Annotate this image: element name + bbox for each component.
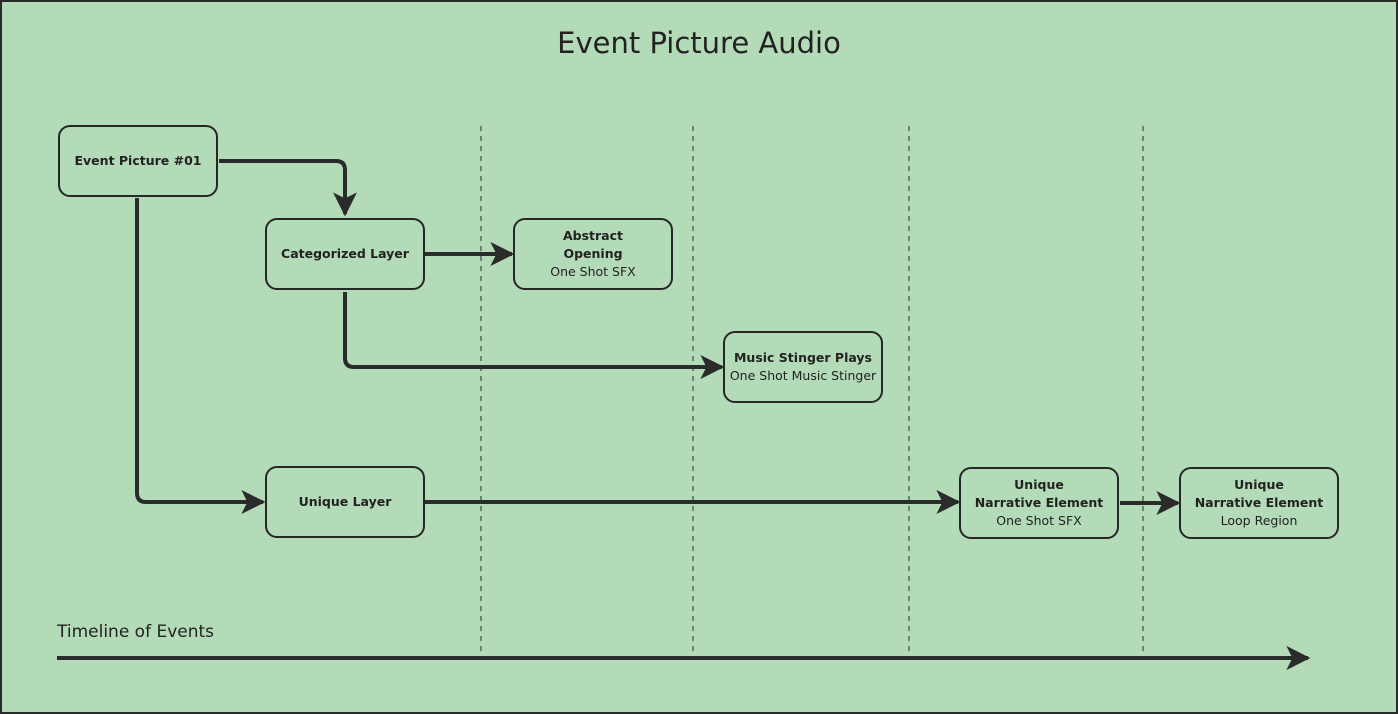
arrow-event-to-categorized — [219, 159, 357, 217]
node-subtitle: One Shot SFX — [550, 264, 636, 279]
node-title: Opening — [563, 246, 623, 261]
node-title: Narrative Element — [1194, 495, 1324, 510]
node-title: Narrative Element — [974, 495, 1104, 510]
node-title: Music Stinger Plays — [733, 350, 872, 365]
node-subtitle: One Shot SFX — [996, 513, 1082, 528]
node-narrative-loop[interactable]: Unique Narrative Element Loop Region — [1179, 467, 1339, 539]
diagram-title: Event Picture Audio — [557, 26, 841, 60]
node-subtitle: One Shot Music Stinger — [729, 368, 877, 383]
node-subtitle: Loop Region — [1220, 513, 1298, 528]
node-title: Unique Layer — [298, 494, 392, 509]
arrow-categorized-to-stinger — [343, 292, 725, 379]
node-music-stinger[interactable]: Music Stinger Plays One Shot Music Sting… — [723, 331, 883, 403]
node-narrative-oneshot[interactable]: Unique Narrative Element One Shot SFX — [959, 467, 1119, 539]
node-unique-layer[interactable]: Unique Layer — [265, 466, 425, 538]
node-title: Categorized Layer — [281, 246, 409, 261]
node-title: Abstract — [562, 228, 624, 243]
arrow-event-to-unique — [135, 198, 266, 514]
timeline-label: Timeline of Events — [57, 622, 215, 642]
node-abstract-opening[interactable]: Abstract Opening One Shot SFX — [513, 218, 673, 290]
node-categorized-layer[interactable]: Categorized Layer — [265, 218, 425, 290]
node-title: Unique — [1014, 477, 1064, 492]
node-title: Event Picture #01 — [74, 153, 202, 168]
node-title: Unique — [1234, 477, 1284, 492]
node-event-picture[interactable]: Event Picture #01 — [58, 125, 218, 197]
